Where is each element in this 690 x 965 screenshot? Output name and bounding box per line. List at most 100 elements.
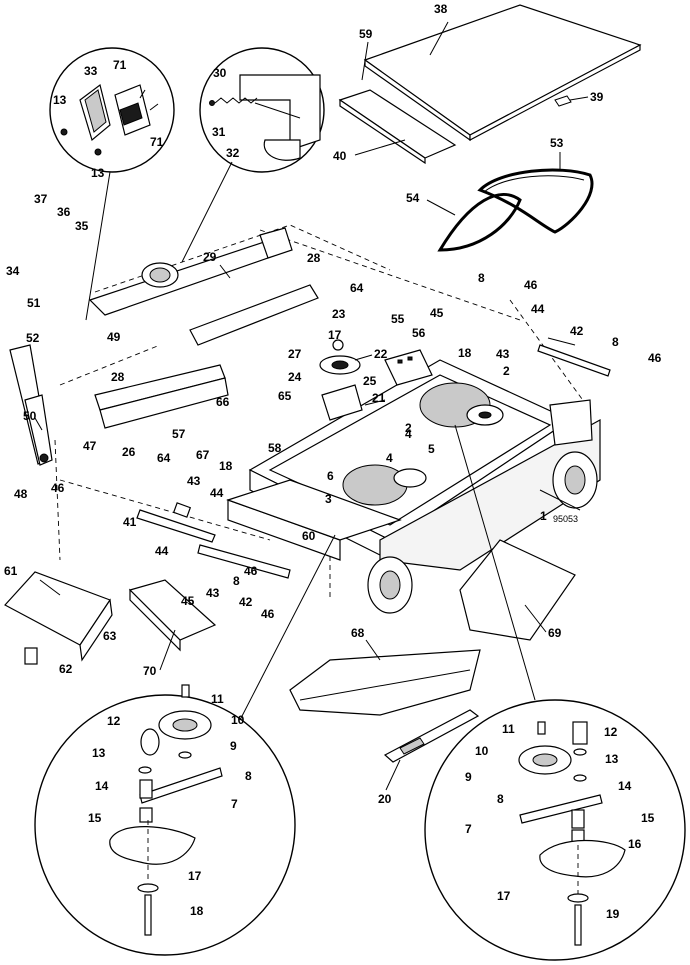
callout-12: 12 [107,714,121,728]
callout-2: 2 [503,364,510,378]
callout-1: 1 [540,509,547,523]
callout-labels: 1 2 2 3 4 4 5 6 7 7 8 8 8 8 8 9 9 10 10 … [4,2,662,921]
callout-2: 2 [405,421,412,435]
detail-circle-spring [199,47,325,173]
gauge-wheel-rod-42-right [537,344,611,377]
callout-46: 46 [261,607,275,621]
callout-65: 65 [278,389,292,403]
callout-15: 15 [641,811,655,825]
callout-46: 46 [51,481,65,495]
callout-40: 40 [333,149,347,163]
callout-63: 63 [103,629,117,643]
callout-55: 55 [391,312,405,326]
callout-45: 45 [430,306,444,320]
blade-20 [383,709,480,763]
deck-spindle-right [419,382,504,428]
callout-45: 45 [181,594,195,608]
callout-53: 53 [550,136,564,150]
callout-14: 14 [618,779,632,793]
callout-14: 14 [95,779,109,793]
callout-11: 11 [502,722,515,736]
callout-52: 52 [26,331,40,345]
callout-25: 25 [363,374,377,388]
callout-24: 24 [288,370,302,384]
callout-17: 17 [328,328,342,342]
fastener-39 [554,95,572,107]
callout-30: 30 [213,66,227,80]
callout-13: 13 [605,752,619,766]
reference-lines [54,224,591,600]
front-weldment [226,479,402,561]
callout-59: 59 [359,27,373,41]
callout-44: 44 [155,544,169,558]
callout-8: 8 [245,769,252,783]
callout-60: 60 [302,529,316,543]
callout-42: 42 [239,595,253,609]
callout-62: 62 [59,662,73,676]
callout-66: 66 [216,395,230,409]
cover-plate-38 [363,4,642,142]
lift-linkage-50 [9,344,53,466]
callout-43: 43 [187,474,201,488]
callout-46: 46 [524,278,538,292]
callout-8: 8 [612,335,619,349]
callout-3: 3 [325,492,332,506]
guard-70 [128,579,217,652]
callout-56: 56 [412,326,426,340]
callout-33: 33 [84,64,98,78]
callout-6: 6 [327,469,334,483]
callout-32: 32 [226,146,240,160]
deck-spindle-left [342,464,427,506]
callout-39: 39 [590,90,604,104]
callout-4: 4 [386,451,393,465]
callout-12: 12 [604,725,618,739]
detail-leaders [85,161,536,721]
callout-42: 42 [570,324,584,338]
baffle-69 [459,539,576,641]
callout-27: 27 [288,347,302,361]
callout-67: 67 [196,448,210,462]
belt-53 [477,168,594,234]
callout-10: 10 [475,744,489,758]
callout-9: 9 [230,739,237,753]
callout-54: 54 [406,191,420,205]
callout-28: 28 [307,251,321,265]
callout-17: 17 [188,869,202,883]
baffle-68 [289,649,481,716]
callout-64: 64 [350,281,364,295]
callout-18: 18 [219,459,233,473]
callout-43: 43 [496,347,510,361]
callout-50: 50 [23,409,37,423]
bracket-42-left [197,544,291,579]
callout-22: 22 [374,347,388,361]
callout-37: 37 [34,192,48,206]
callout-26: 26 [122,445,136,459]
callout-41: 41 [123,515,137,529]
callout-leaders [34,21,589,791]
callout-13: 13 [91,166,105,180]
callout-13: 13 [92,746,106,760]
rail-57 [94,364,229,429]
caster-wheel-right [549,399,598,509]
callout-18: 18 [190,904,204,918]
callout-7: 7 [231,797,238,811]
callout-16: 16 [628,837,642,851]
callout-13: 13 [53,93,67,107]
callout-71: 71 [150,135,164,149]
rail-27 [189,284,319,346]
callout-8: 8 [233,574,240,588]
callout-61: 61 [4,564,18,578]
callout-31: 31 [212,125,226,139]
lift-arm-29 [88,227,293,316]
callout-4: 4 [405,427,412,441]
callout-48: 48 [14,487,28,501]
detail-circle-spindle-right [424,699,686,961]
front-rod-41 [136,502,216,543]
belt-54 [437,193,522,252]
callout-18: 18 [458,346,472,360]
drawing-number: 95053 [553,514,578,524]
callout-51: 51 [27,296,41,310]
callout-64: 64 [157,451,171,465]
callout-7: 7 [465,822,472,836]
callout-46: 46 [244,564,258,578]
